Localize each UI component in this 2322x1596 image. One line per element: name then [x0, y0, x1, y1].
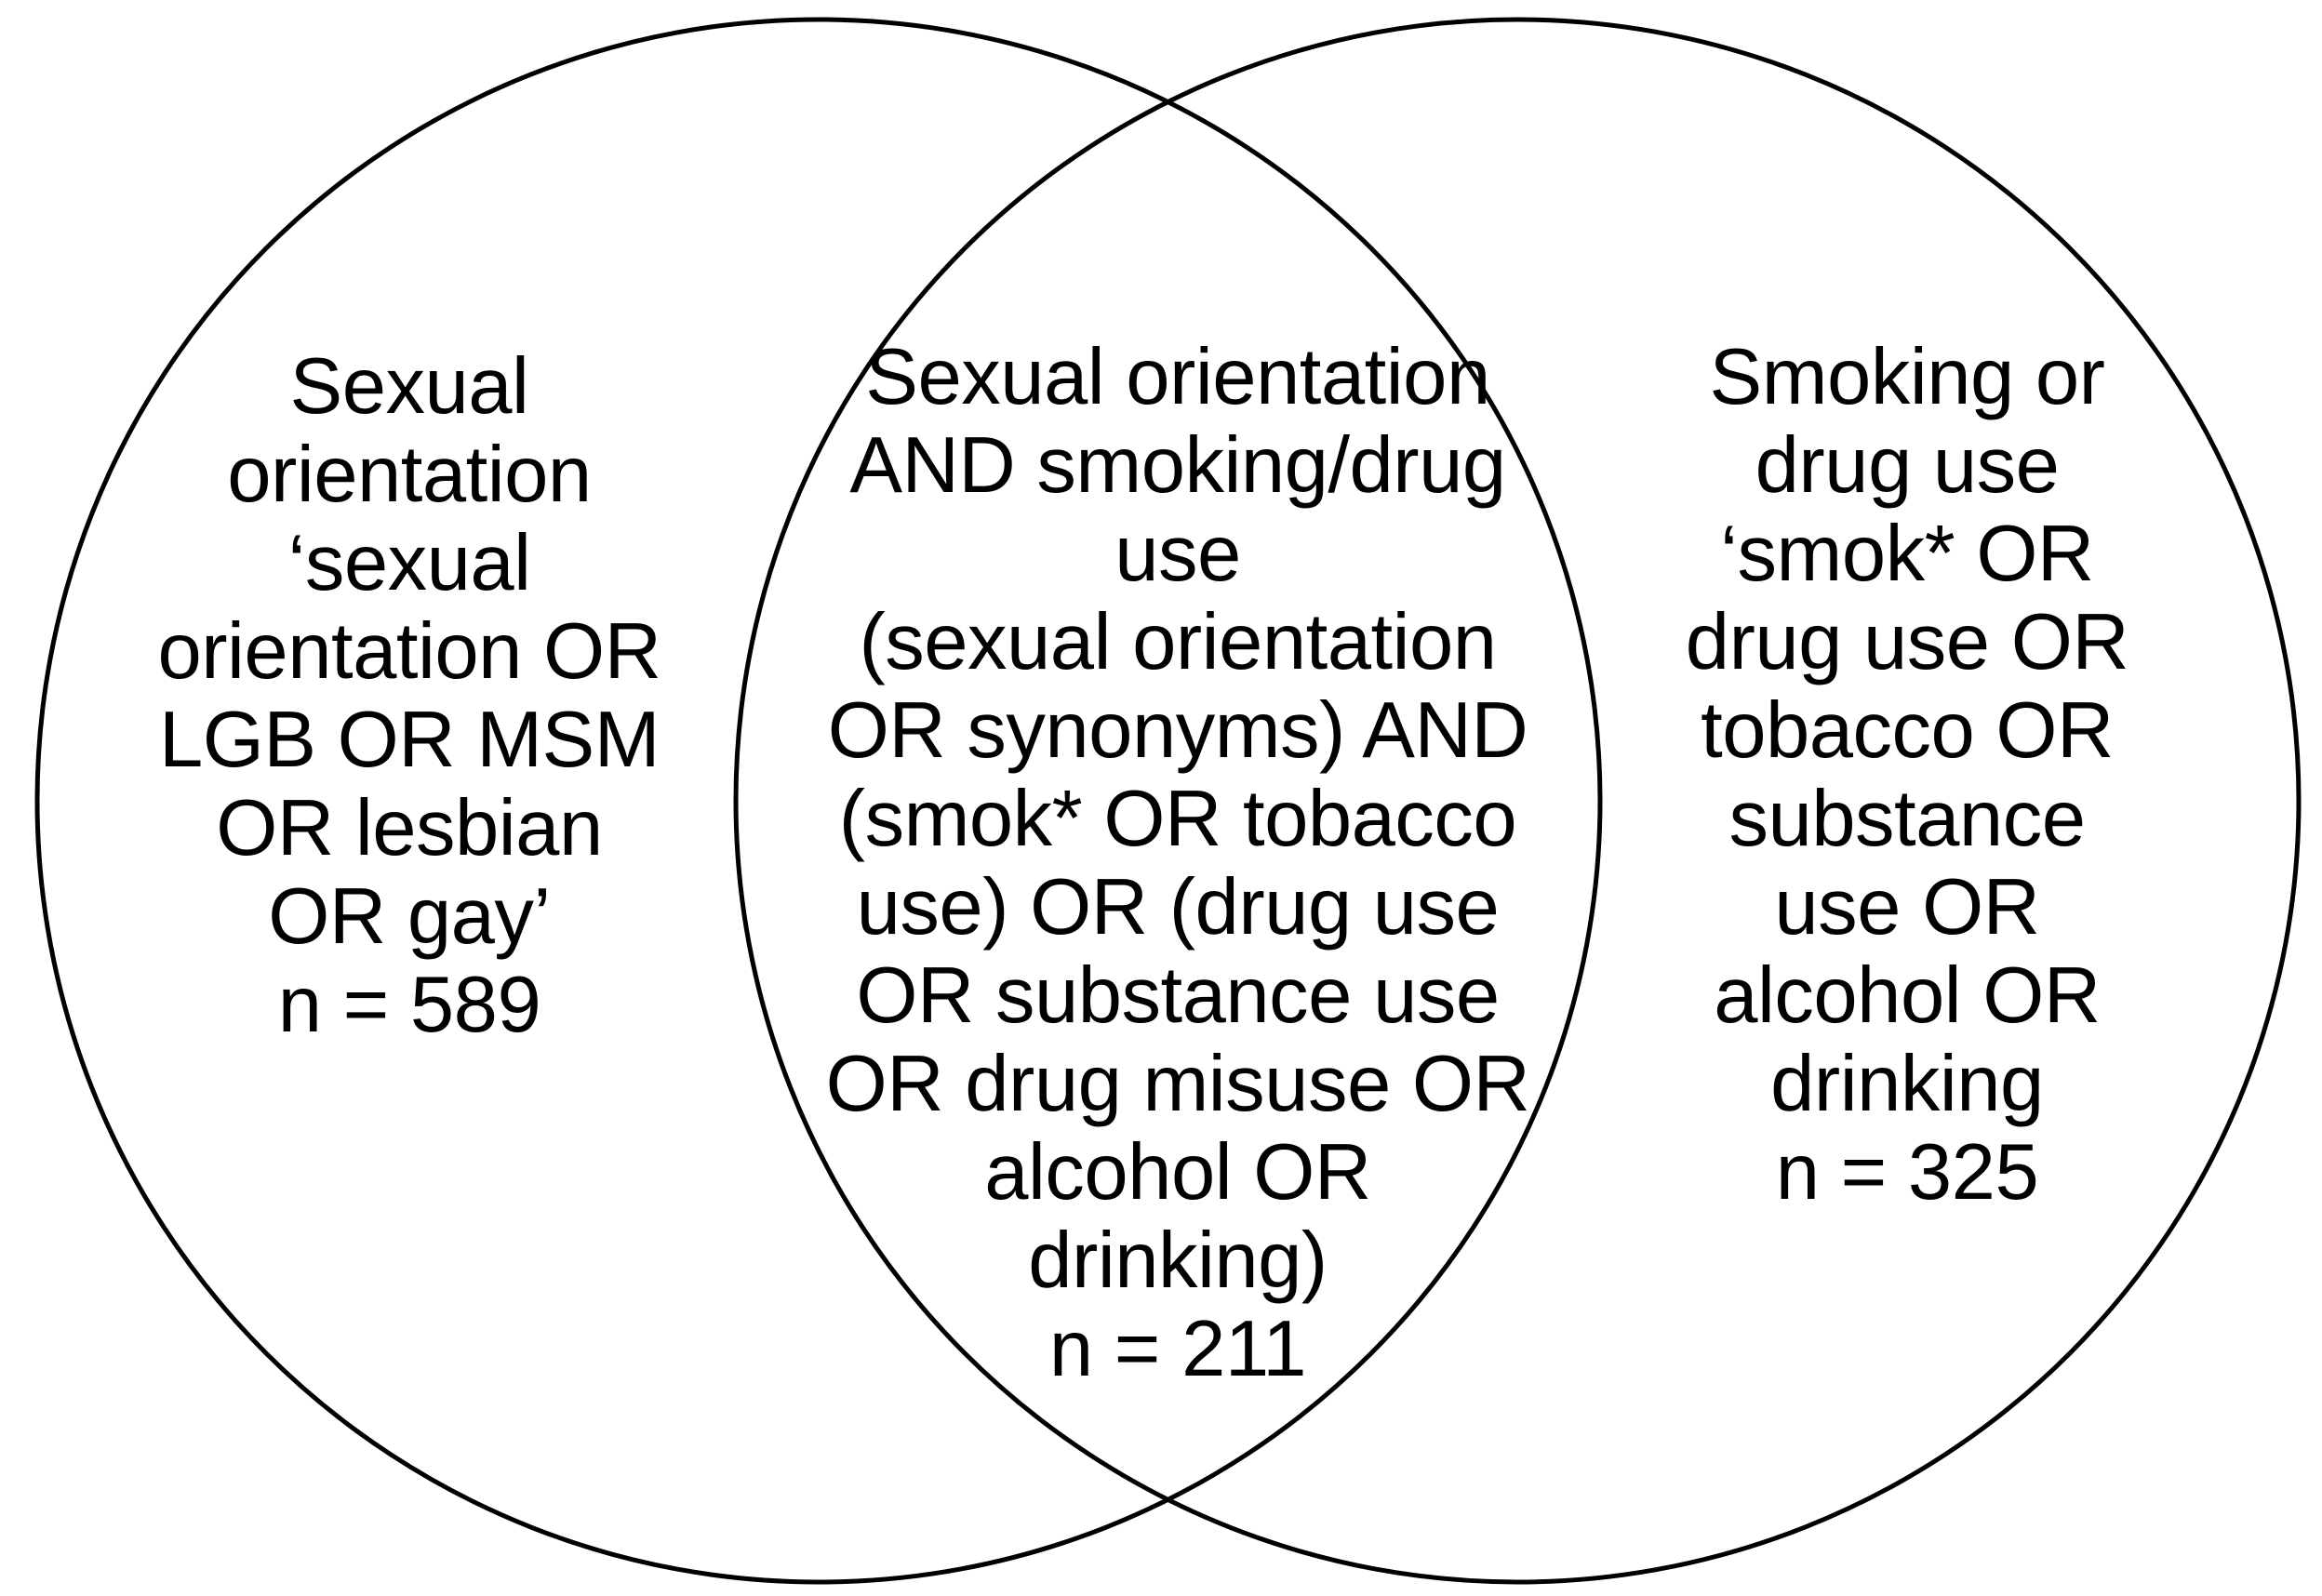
- venn-left-set-label: Sexual orientation ‘sexual orientation O…: [157, 342, 661, 1049]
- venn-circle-left: [34, 17, 1603, 1585]
- venn-intersection-label: Sexual orientation AND smoking/drug use …: [825, 333, 1530, 1393]
- venn-right-set-label: Smoking or drug use ‘smok* OR drug use O…: [1685, 333, 2129, 1217]
- venn-circle-right: [733, 17, 2302, 1585]
